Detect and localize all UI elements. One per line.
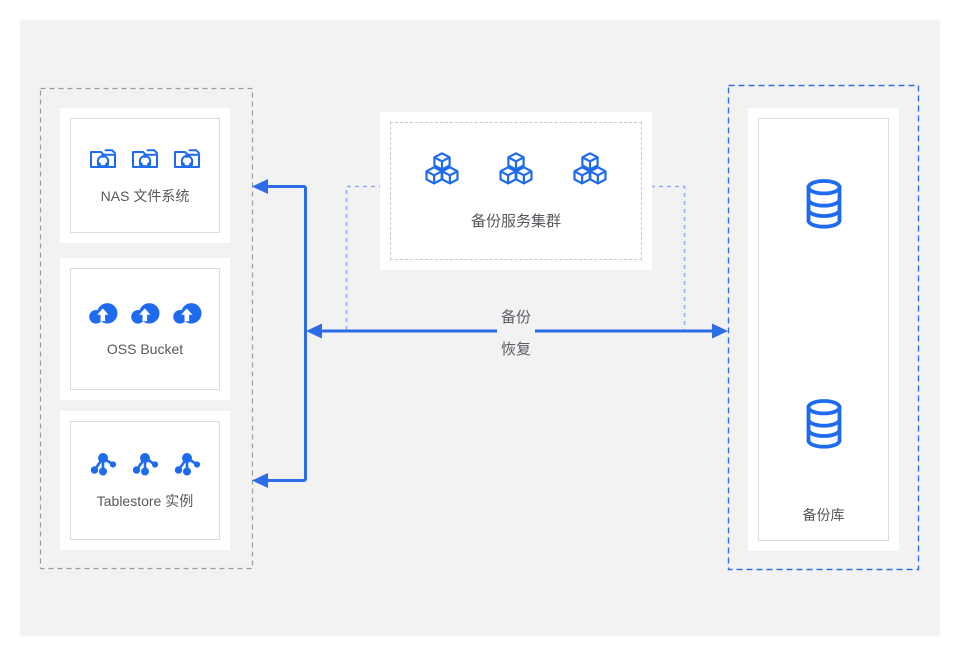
backup-flow-label: 备份 [500, 309, 531, 326]
vault-label: 备份库 [802, 507, 845, 523]
vault-card: 备份库 [748, 108, 899, 551]
tablestore-label: Tablestore 实例 [96, 492, 194, 509]
oss-cloud-icon [130, 302, 160, 324]
nas-icon-row [89, 146, 201, 170]
cube-cluster-icon [423, 151, 461, 186]
nas-label: NAS 文件系统 [100, 187, 190, 204]
tablestore-card-frame: Tablestore 实例 [70, 421, 220, 540]
nas-folder-icon [173, 146, 201, 170]
nas-card-frame: NAS 文件系统 [70, 118, 220, 233]
cluster-icon-row [423, 151, 609, 186]
tablestore-node-icon [88, 451, 118, 477]
cube-cluster-icon [497, 151, 535, 186]
tablestore-icon-row [88, 451, 202, 477]
nas-folder-icon [131, 146, 159, 170]
backup-cluster-frame: 备份服务集群 [390, 122, 642, 260]
oss-card: OSS Bucket [60, 258, 230, 400]
nas-card: NAS 文件系统 [60, 108, 230, 243]
cube-cluster-icon [571, 151, 609, 186]
restore-flow-label: 恢复 [500, 341, 531, 358]
oss-label: OSS Bucket [106, 340, 184, 357]
tablestore-card: Tablestore 实例 [60, 411, 230, 550]
oss-cloud-icon [172, 302, 202, 324]
database-icon [804, 399, 844, 449]
cluster-label: 备份服务集群 [470, 213, 561, 230]
oss-card-frame: OSS Bucket [70, 268, 220, 390]
nas-folder-icon [89, 146, 117, 170]
oss-icon-row [88, 302, 202, 324]
tablestore-node-icon [130, 451, 160, 477]
tablestore-node-icon [172, 451, 202, 477]
oss-cloud-icon [88, 302, 118, 324]
vault-card-frame: 备份库 [758, 118, 889, 541]
database-icon [804, 179, 844, 229]
backup-cluster-card: 备份服务集群 [380, 112, 652, 270]
